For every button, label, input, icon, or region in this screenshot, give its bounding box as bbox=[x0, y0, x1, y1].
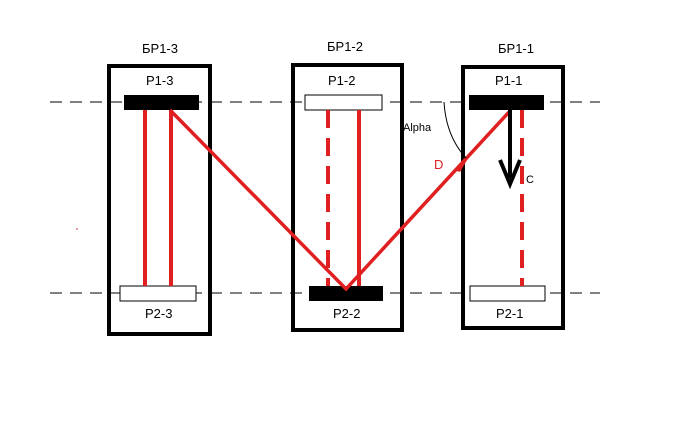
top-element-r13 bbox=[124, 95, 199, 110]
annotation-c: C bbox=[526, 174, 534, 186]
bottom-label-r22: Р2-2 bbox=[333, 306, 360, 321]
arrow-c-head bbox=[498, 159, 522, 190]
bottom-label-r23: Р2-3 bbox=[145, 306, 172, 321]
stray-mark bbox=[76, 228, 78, 230]
top-element-r11 bbox=[469, 95, 544, 110]
beam-arrowhead-d bbox=[454, 155, 470, 172]
block-frame-br11 bbox=[461, 65, 565, 330]
top-element-r12 bbox=[304, 94, 383, 111]
bottom-label-r21: Р2-1 bbox=[496, 306, 523, 321]
bottom-element-r21 bbox=[469, 285, 546, 302]
block-title-br13: БР1-3 bbox=[142, 41, 178, 56]
block-title-br12: БР1-2 bbox=[327, 39, 363, 54]
top-label-r12: Р1-2 bbox=[328, 73, 355, 88]
annotation-alpha: Alpha bbox=[403, 122, 432, 134]
beam-diagonal-path bbox=[168, 108, 511, 292]
top-label-r11: Р1-1 bbox=[495, 73, 522, 88]
block-frame-br12 bbox=[291, 63, 404, 332]
top-label-r13: Р1-3 bbox=[146, 73, 173, 88]
annotation-d: D bbox=[434, 157, 443, 172]
block-frame-br13 bbox=[107, 64, 212, 336]
alpha-angle-arc bbox=[443, 101, 467, 159]
block-title-br11: БР1-1 bbox=[498, 41, 534, 56]
bottom-element-r23 bbox=[119, 285, 197, 302]
bottom-element-r22 bbox=[309, 286, 383, 301]
